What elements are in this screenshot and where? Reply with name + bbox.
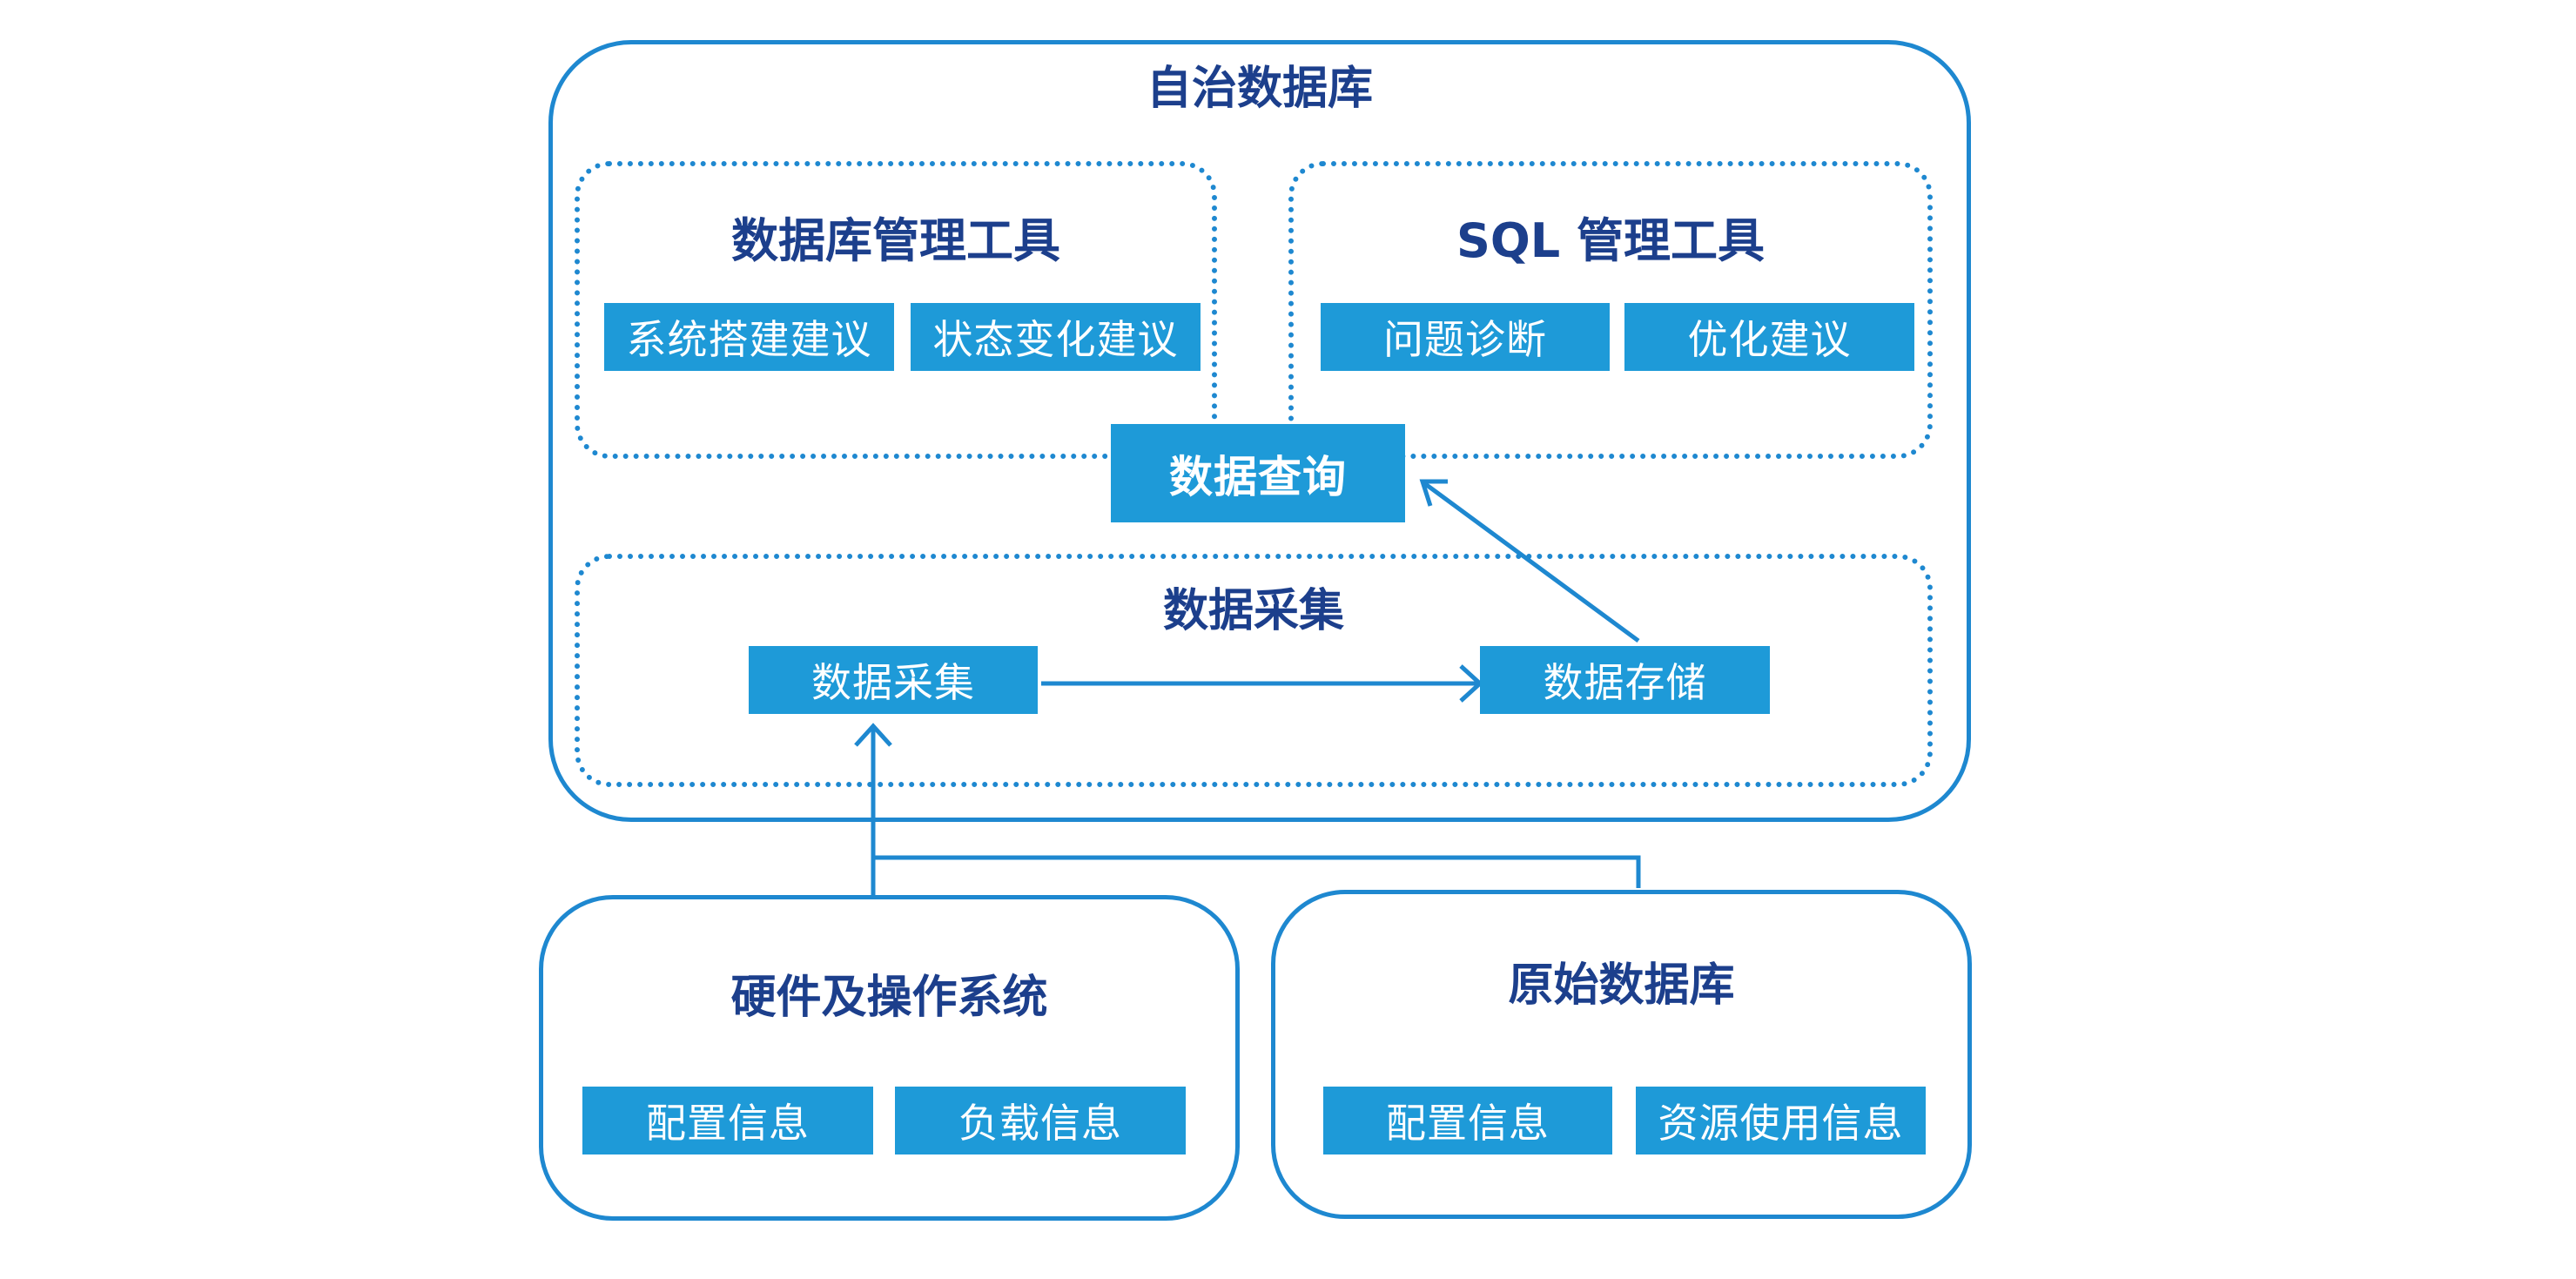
hardware-os-container <box>539 895 1240 1221</box>
hardware-os-title: 硬件及操作系统 <box>730 972 1048 1024</box>
hw-config-info-chip: 配置信息 <box>582 1087 873 1154</box>
db-management-tools-title: 数据库管理工具 <box>731 213 1060 268</box>
resource-usage-info-chip: 资源使用信息 <box>1636 1087 1926 1154</box>
data-query-chip: 数据查询 <box>1111 424 1405 522</box>
data-collection-group <box>575 554 1933 787</box>
data-collect-chip: 数据采集 <box>749 646 1038 714</box>
state-change-suggestion-chip: 状态变化建议 <box>911 303 1201 371</box>
data-collection-title: 数据采集 <box>1162 585 1344 637</box>
original-db-title: 原始数据库 <box>1508 959 1735 1012</box>
data-storage-chip: 数据存储 <box>1480 646 1770 714</box>
sql-management-tools-title: SQL 管理工具 <box>1456 213 1765 268</box>
connector-hw-to-db <box>873 855 1641 888</box>
system-setup-suggestion-chip: 系统搭建建议 <box>604 303 894 371</box>
db-config-info-chip: 配置信息 <box>1323 1087 1612 1154</box>
autonomous-db-container <box>548 40 1971 822</box>
autonomous-db-title: 自治数据库 <box>1146 63 1373 115</box>
db-management-tools-group <box>575 161 1217 459</box>
hw-load-info-chip: 负载信息 <box>895 1087 1186 1154</box>
optimization-suggestion-chip: 优化建议 <box>1624 303 1914 371</box>
original-db-container <box>1271 890 1972 1219</box>
problem-diagnosis-chip: 问题诊断 <box>1321 303 1610 371</box>
sql-management-tools-group <box>1288 161 1933 459</box>
